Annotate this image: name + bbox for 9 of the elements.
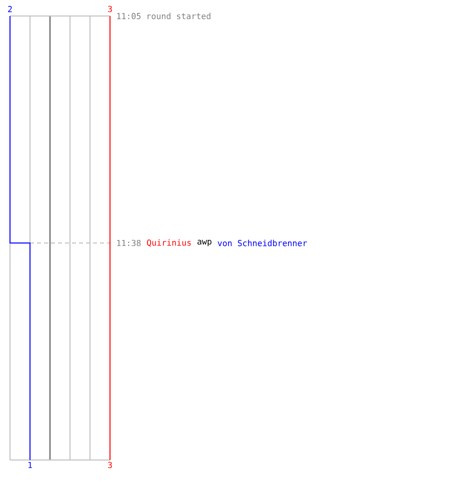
weapon-name: awp	[198, 240, 212, 246]
event-time: 11:38	[117, 240, 141, 246]
event-text: 11:05 round started	[117, 12, 210, 20]
team-count: 3	[108, 6, 112, 12]
team-count: 1	[28, 462, 32, 468]
victim-text: von Schneidbrenner	[218, 240, 307, 246]
player-name: Quirinius	[147, 239, 191, 247]
team-count: 2	[8, 6, 12, 12]
team-count: 3	[108, 462, 112, 468]
